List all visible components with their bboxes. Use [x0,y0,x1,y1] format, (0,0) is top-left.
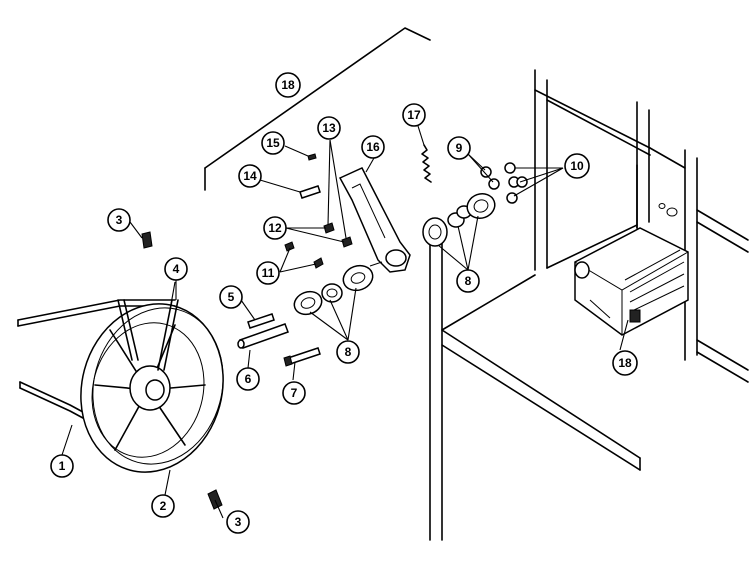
callout-17: 17 [402,103,426,127]
callout-16: 16 [361,135,385,159]
callout-8-left: 8 [336,340,360,364]
svg-text:18: 18 [281,78,295,92]
belt-strap-4 [169,281,176,311]
callout-4: 4 [164,257,188,281]
svg-text:11: 11 [262,266,275,280]
svg-text:14: 14 [243,169,257,183]
svg-text:7: 7 [291,386,298,400]
bearing-left-group [293,264,374,316]
svg-text:8: 8 [345,345,352,359]
callout-9: 9 [447,136,471,160]
callout-11: 11 [256,261,280,285]
arm-bracket [338,167,411,273]
callout-2: 2 [151,494,175,518]
svg-text:15: 15 [266,136,280,150]
svg-text:13: 13 [322,121,336,135]
leader-lines [61,125,629,519]
callout-5: 5 [219,285,243,309]
assembly-bracket-line [204,27,431,191]
motor [574,227,689,336]
callout-3-bottom: 3 [226,510,250,534]
svg-text:1: 1 [59,459,66,473]
svg-text:6: 6 [245,372,252,386]
callout-6: 6 [236,367,260,391]
callout-1: 1 [50,454,74,478]
pulley [80,299,224,473]
callout-18-top: 18 [275,72,301,98]
svg-text:3: 3 [116,213,123,227]
svg-text:12: 12 [268,221,282,235]
callout-18-motor: 18 [612,350,638,376]
svg-text:8: 8 [465,274,472,288]
callout-14: 14 [238,164,262,188]
set-screw-bottom [207,489,223,510]
set-screw-top [141,231,153,249]
callout-15: 15 [261,131,285,155]
key [247,313,275,329]
callout-10: 10 [564,153,590,179]
nuts [480,162,528,204]
svg-text:2: 2 [160,499,167,513]
shaft [237,323,289,349]
spring [421,144,432,183]
callout-3-top: 3 [107,208,131,232]
svg-text:5: 5 [228,290,235,304]
svg-text:4: 4 [173,262,180,276]
bolt [283,347,321,367]
cabinet-frame [429,69,749,541]
svg-text:9: 9 [456,141,463,155]
callout-13: 13 [317,116,341,140]
svg-text:16: 16 [366,140,380,154]
svg-text:17: 17 [407,108,421,122]
svg-text:3: 3 [235,515,242,529]
callout-12: 12 [263,216,287,240]
svg-text:10: 10 [570,159,584,173]
svg-text:18: 18 [618,356,632,370]
callout-8-right: 8 [456,269,480,293]
bearing-right-group [422,192,496,247]
small-screws [284,153,353,269]
callout-7: 7 [282,381,306,405]
